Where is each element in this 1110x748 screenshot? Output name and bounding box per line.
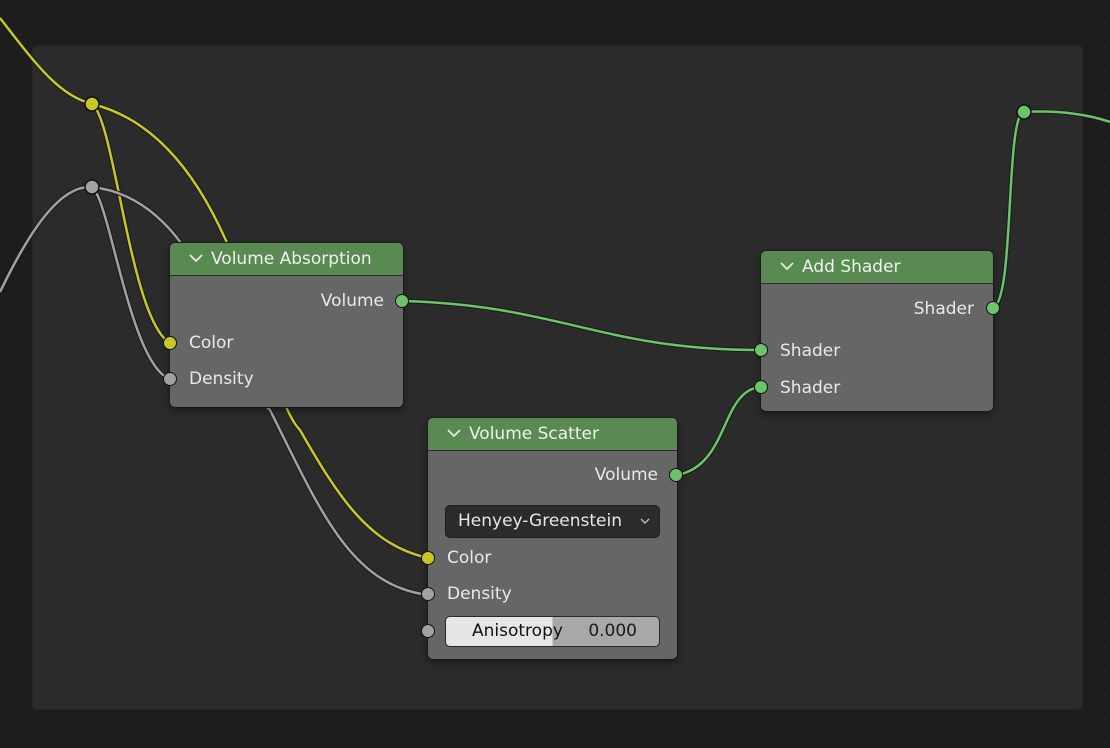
input-anisotropy-socket[interactable] <box>421 624 435 638</box>
phase-function-dropdown[interactable]: Henyey-Greenstein <box>445 505 660 538</box>
input-label: Color <box>189 333 234 353</box>
output-label: Shader <box>913 299 974 319</box>
output-shader-socket[interactable] <box>986 301 1000 315</box>
output-volume-row: Volume <box>428 463 677 487</box>
output-volume-socket[interactable] <box>395 294 409 308</box>
add-shader-node[interactable]: Add Shader Shader Shader Shader <box>754 251 1000 411</box>
input-density-socket[interactable] <box>421 587 435 601</box>
output-volume-row: Volume <box>170 289 403 313</box>
volume-scatter-node[interactable]: Volume Scatter Volume Henyey-Greenstein … <box>421 418 683 659</box>
node-title: Add Shader <box>802 257 901 277</box>
input-color-socket[interactable] <box>421 551 435 565</box>
output-shader-row: Shader <box>761 297 993 321</box>
anisotropy-slider[interactable]: Anisotropy 0.000 <box>445 616 660 647</box>
input-shader-socket-1[interactable] <box>754 343 768 357</box>
dropdown-value: Henyey-Greenstein <box>458 511 623 531</box>
input-density-row: Density <box>170 367 403 391</box>
input-color-socket[interactable] <box>163 336 177 350</box>
node-title: Volume Scatter <box>469 424 599 444</box>
input-density-socket[interactable] <box>163 372 177 386</box>
chevron-down-icon[interactable] <box>188 243 204 276</box>
slider-value: 0.000 <box>588 621 637 641</box>
input-label: Shader <box>780 341 841 361</box>
input-color-row: Color <box>170 331 403 355</box>
node-header[interactable]: Volume Scatter <box>428 418 677 451</box>
input-shader-socket-2[interactable] <box>754 380 768 394</box>
output-label: Volume <box>320 291 384 311</box>
node-header[interactable]: Volume Absorption <box>170 243 403 276</box>
chevron-down-icon[interactable] <box>779 251 795 284</box>
input-density-row: Density <box>428 582 677 606</box>
chevron-down-icon <box>640 518 650 524</box>
output-label: Volume <box>594 465 658 485</box>
input-label: Density <box>447 584 512 604</box>
slider-label: Anisotropy <box>472 621 563 641</box>
volume-absorption-node[interactable]: Volume Absorption Volume Color Density <box>163 243 409 407</box>
input-color-row: Color <box>428 546 677 570</box>
chevron-down-icon[interactable] <box>446 418 462 451</box>
node-header[interactable]: Add Shader <box>761 251 993 284</box>
input-shader-row: Shader <box>761 339 993 363</box>
output-volume-socket[interactable] <box>669 468 683 482</box>
input-label: Color <box>447 548 492 568</box>
input-label: Shader <box>780 378 841 398</box>
input-label: Density <box>189 369 254 389</box>
input-shader-row: Shader <box>761 376 993 400</box>
node-title: Volume Absorption <box>211 249 372 269</box>
